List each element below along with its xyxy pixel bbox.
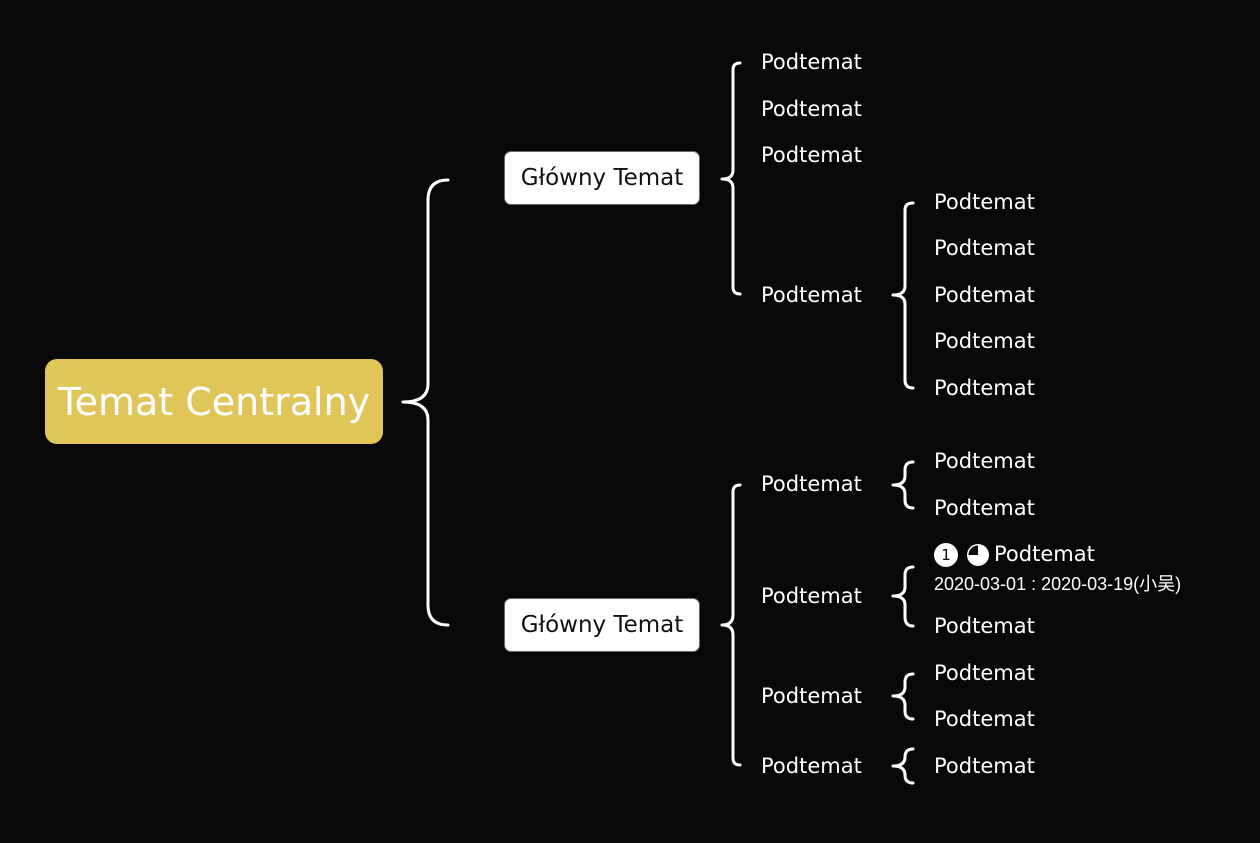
priority-1-icon: 1: [934, 543, 958, 567]
sub-2-3-bracket: [891, 672, 915, 721]
sub-2-2-bracket: [891, 565, 915, 628]
central-bracket: [401, 178, 450, 627]
sub-2-4-bracket: [891, 747, 915, 785]
subtopic-1-4-child-1[interactable]: Podtemat: [934, 190, 1035, 214]
progress-icon: [967, 544, 989, 566]
subtopic-1-4-child-4[interactable]: Podtemat: [934, 329, 1035, 353]
subtopic-2-4[interactable]: Podtemat: [761, 754, 862, 778]
main-2-bracket: [720, 483, 742, 767]
subtopic-2-1[interactable]: Podtemat: [761, 472, 862, 496]
subtopic-1-4-child-2[interactable]: Podtemat: [934, 236, 1035, 260]
subtopic-2-1-child-2[interactable]: Podtemat: [934, 496, 1035, 520]
subtopic-2-3-child-1[interactable]: Podtemat: [934, 661, 1035, 685]
subtopic-2-2-child-2[interactable]: Podtemat: [934, 614, 1035, 638]
subtopic-1-3[interactable]: Podtemat: [761, 143, 862, 167]
subtopic-1-4-child-5[interactable]: Podtemat: [934, 376, 1035, 400]
subtopic-2-3[interactable]: Podtemat: [761, 684, 862, 708]
subtopic-1-4-child-3[interactable]: Podtemat: [934, 283, 1035, 307]
main-1-bracket: [720, 61, 742, 296]
subtopic-2-2-child-1[interactable]: Podtemat: [994, 542, 1095, 566]
main-topic-2[interactable]: Główny Temat: [504, 598, 700, 652]
subtopic-1-4[interactable]: Podtemat: [761, 283, 862, 307]
task-date-range: 2020-03-01 : 2020-03-19(小吴): [934, 574, 1182, 594]
subtopic-2-3-child-2[interactable]: Podtemat: [934, 707, 1035, 731]
central-topic[interactable]: Temat Centralny: [45, 359, 383, 444]
subtopic-2-2[interactable]: Podtemat: [761, 584, 862, 608]
subtopic-2-4-child-1[interactable]: Podtemat: [934, 754, 1035, 778]
sub-1-4-bracket: [891, 201, 915, 390]
subtopic-2-1-child-1[interactable]: Podtemat: [934, 449, 1035, 473]
sub-2-1-bracket: [891, 460, 915, 510]
subtopic-1-1[interactable]: Podtemat: [761, 50, 862, 74]
subtopic-1-2[interactable]: Podtemat: [761, 97, 862, 121]
main-topic-1[interactable]: Główny Temat: [504, 151, 700, 205]
